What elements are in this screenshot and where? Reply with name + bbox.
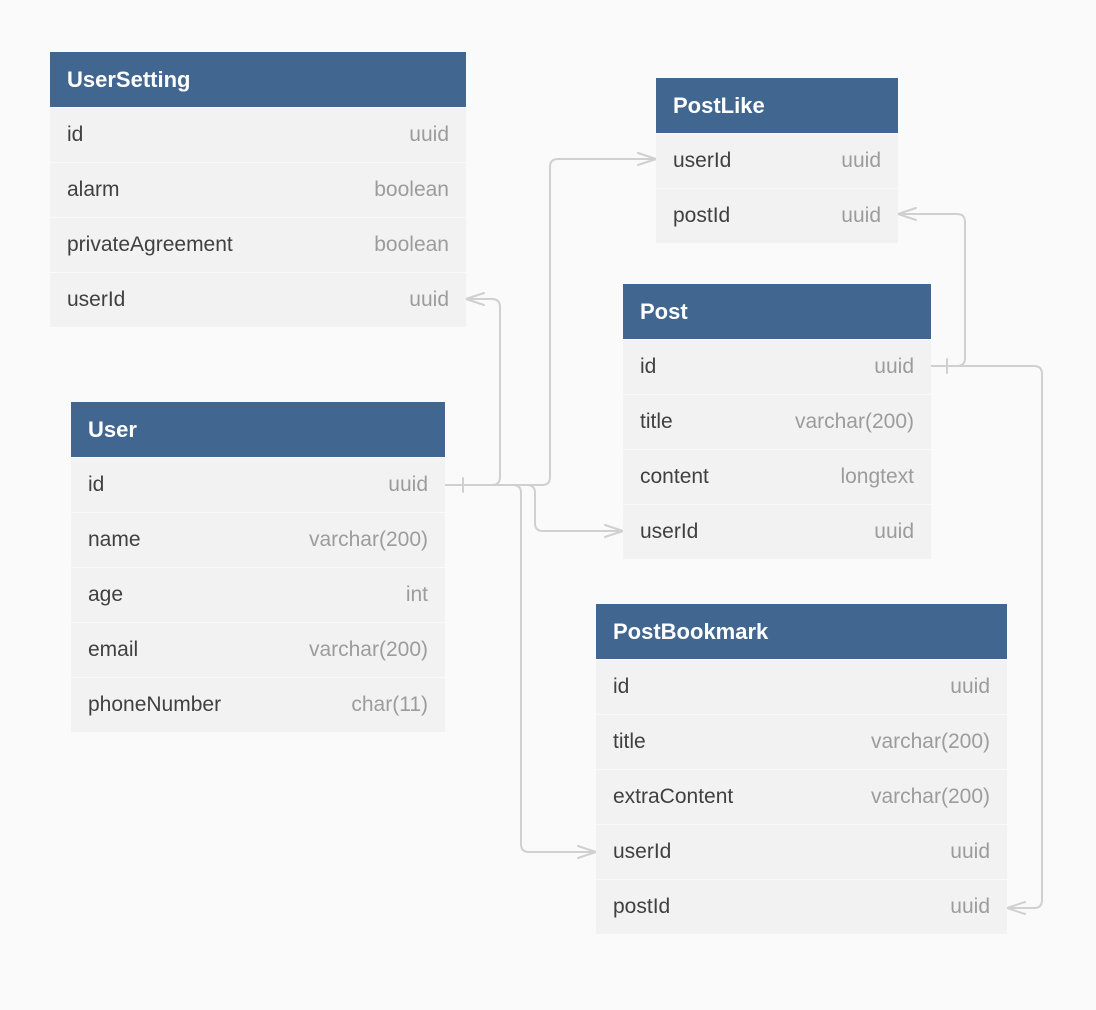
field-name: email: [88, 638, 139, 661]
field-type: uuid: [409, 288, 449, 311]
field-type: longtext: [840, 465, 914, 488]
field-type: boolean: [374, 233, 449, 256]
table-field[interactable]: userId uuid: [50, 272, 466, 327]
table-header[interactable]: PostBookmark: [596, 604, 1007, 659]
table-postlike[interactable]: PostLike userId uuid postId uuid: [656, 78, 898, 243]
field-type: varchar(200): [870, 730, 990, 753]
table-field[interactable]: content longtext: [623, 449, 931, 504]
table-user[interactable]: User id uuid name varchar(200) age int emai…: [71, 402, 445, 732]
field-name: title: [613, 730, 646, 753]
field-name: privateAgreement: [67, 233, 233, 256]
field-type: uuid: [841, 204, 881, 227]
many-marker: [465, 292, 485, 306]
field-name: id: [67, 123, 84, 146]
many-marker: [1006, 901, 1026, 915]
table-field[interactable]: name varchar(200): [71, 512, 445, 567]
field-type: uuid: [950, 675, 990, 698]
table-field[interactable]: privateAgreement boolean: [50, 217, 466, 272]
table-header[interactable]: UserSetting: [50, 52, 466, 107]
table-header[interactable]: User: [71, 402, 445, 457]
field-type: varchar(200): [308, 528, 428, 551]
table-field[interactable]: phoneNumber char(11): [71, 677, 445, 732]
table-title: PostBookmark: [613, 618, 769, 644]
link-post-postbookmark: [930, 365, 1043, 909]
table-field[interactable]: alarm boolean: [50, 162, 466, 217]
table-field[interactable]: userId uuid: [623, 504, 931, 559]
field-name: userId: [640, 520, 699, 543]
table-field[interactable]: userId uuid: [596, 824, 1007, 879]
field-name: id: [613, 675, 630, 698]
table-header[interactable]: Post: [623, 284, 931, 339]
field-name: phoneNumber: [88, 693, 222, 716]
link-user-postlike: [444, 158, 657, 486]
link-user-post: [444, 484, 624, 532]
table-title: UserSetting: [67, 66, 191, 92]
field-name: title: [640, 410, 673, 433]
field-type: varchar(200): [870, 785, 990, 808]
table-field[interactable]: id uuid: [623, 339, 931, 394]
field-type: uuid: [841, 149, 881, 172]
table-field[interactable]: postId uuid: [656, 188, 898, 243]
many-marker: [897, 207, 917, 221]
table-title: PostLike: [673, 92, 765, 118]
field-name: extraContent: [613, 785, 734, 808]
table-postbookmark[interactable]: PostBookmark id uuid title varchar(200) ex…: [596, 604, 1007, 934]
table-header[interactable]: PostLike: [656, 78, 898, 133]
field-name: userId: [613, 840, 672, 863]
table-field[interactable]: age int: [71, 567, 445, 622]
field-name: alarm: [67, 178, 120, 201]
table-field[interactable]: id uuid: [596, 659, 1007, 714]
field-type: uuid: [874, 355, 914, 378]
field-name: postId: [673, 204, 731, 227]
field-type: int: [405, 583, 428, 606]
table-field[interactable]: userId uuid: [656, 133, 898, 188]
field-type: uuid: [409, 123, 449, 146]
field-name: postId: [613, 895, 671, 918]
field-type: uuid: [388, 473, 428, 496]
table-field[interactable]: postId uuid: [596, 879, 1007, 934]
table-field[interactable]: id uuid: [50, 107, 466, 162]
table-field[interactable]: extraContent varchar(200): [596, 769, 1007, 824]
field-name: name: [88, 528, 141, 551]
table-field[interactable]: title varchar(200): [596, 714, 1007, 769]
link-user-postbookmark: [444, 484, 597, 853]
field-name: content: [640, 465, 709, 488]
field-type: uuid: [950, 840, 990, 863]
field-name: age: [88, 583, 124, 606]
table-title: Post: [640, 298, 688, 324]
field-name: userId: [67, 288, 126, 311]
table-field[interactable]: title varchar(200): [623, 394, 931, 449]
field-type: char(11): [351, 693, 428, 716]
field-name: id: [640, 355, 657, 378]
table-field[interactable]: email varchar(200): [71, 622, 445, 677]
field-type: uuid: [950, 895, 990, 918]
field-name: userId: [673, 149, 732, 172]
field-type: varchar(200): [308, 638, 428, 661]
field-type: uuid: [874, 520, 914, 543]
field-type: varchar(200): [794, 410, 914, 433]
table-usersetting[interactable]: UserSetting id uuid alarm boolean privateA…: [50, 52, 466, 327]
table-field[interactable]: id uuid: [71, 457, 445, 512]
table-title: User: [88, 416, 137, 442]
field-type: boolean: [374, 178, 449, 201]
field-name: id: [88, 473, 105, 496]
table-post[interactable]: Post id uuid title varchar(200) content lon…: [623, 284, 931, 559]
